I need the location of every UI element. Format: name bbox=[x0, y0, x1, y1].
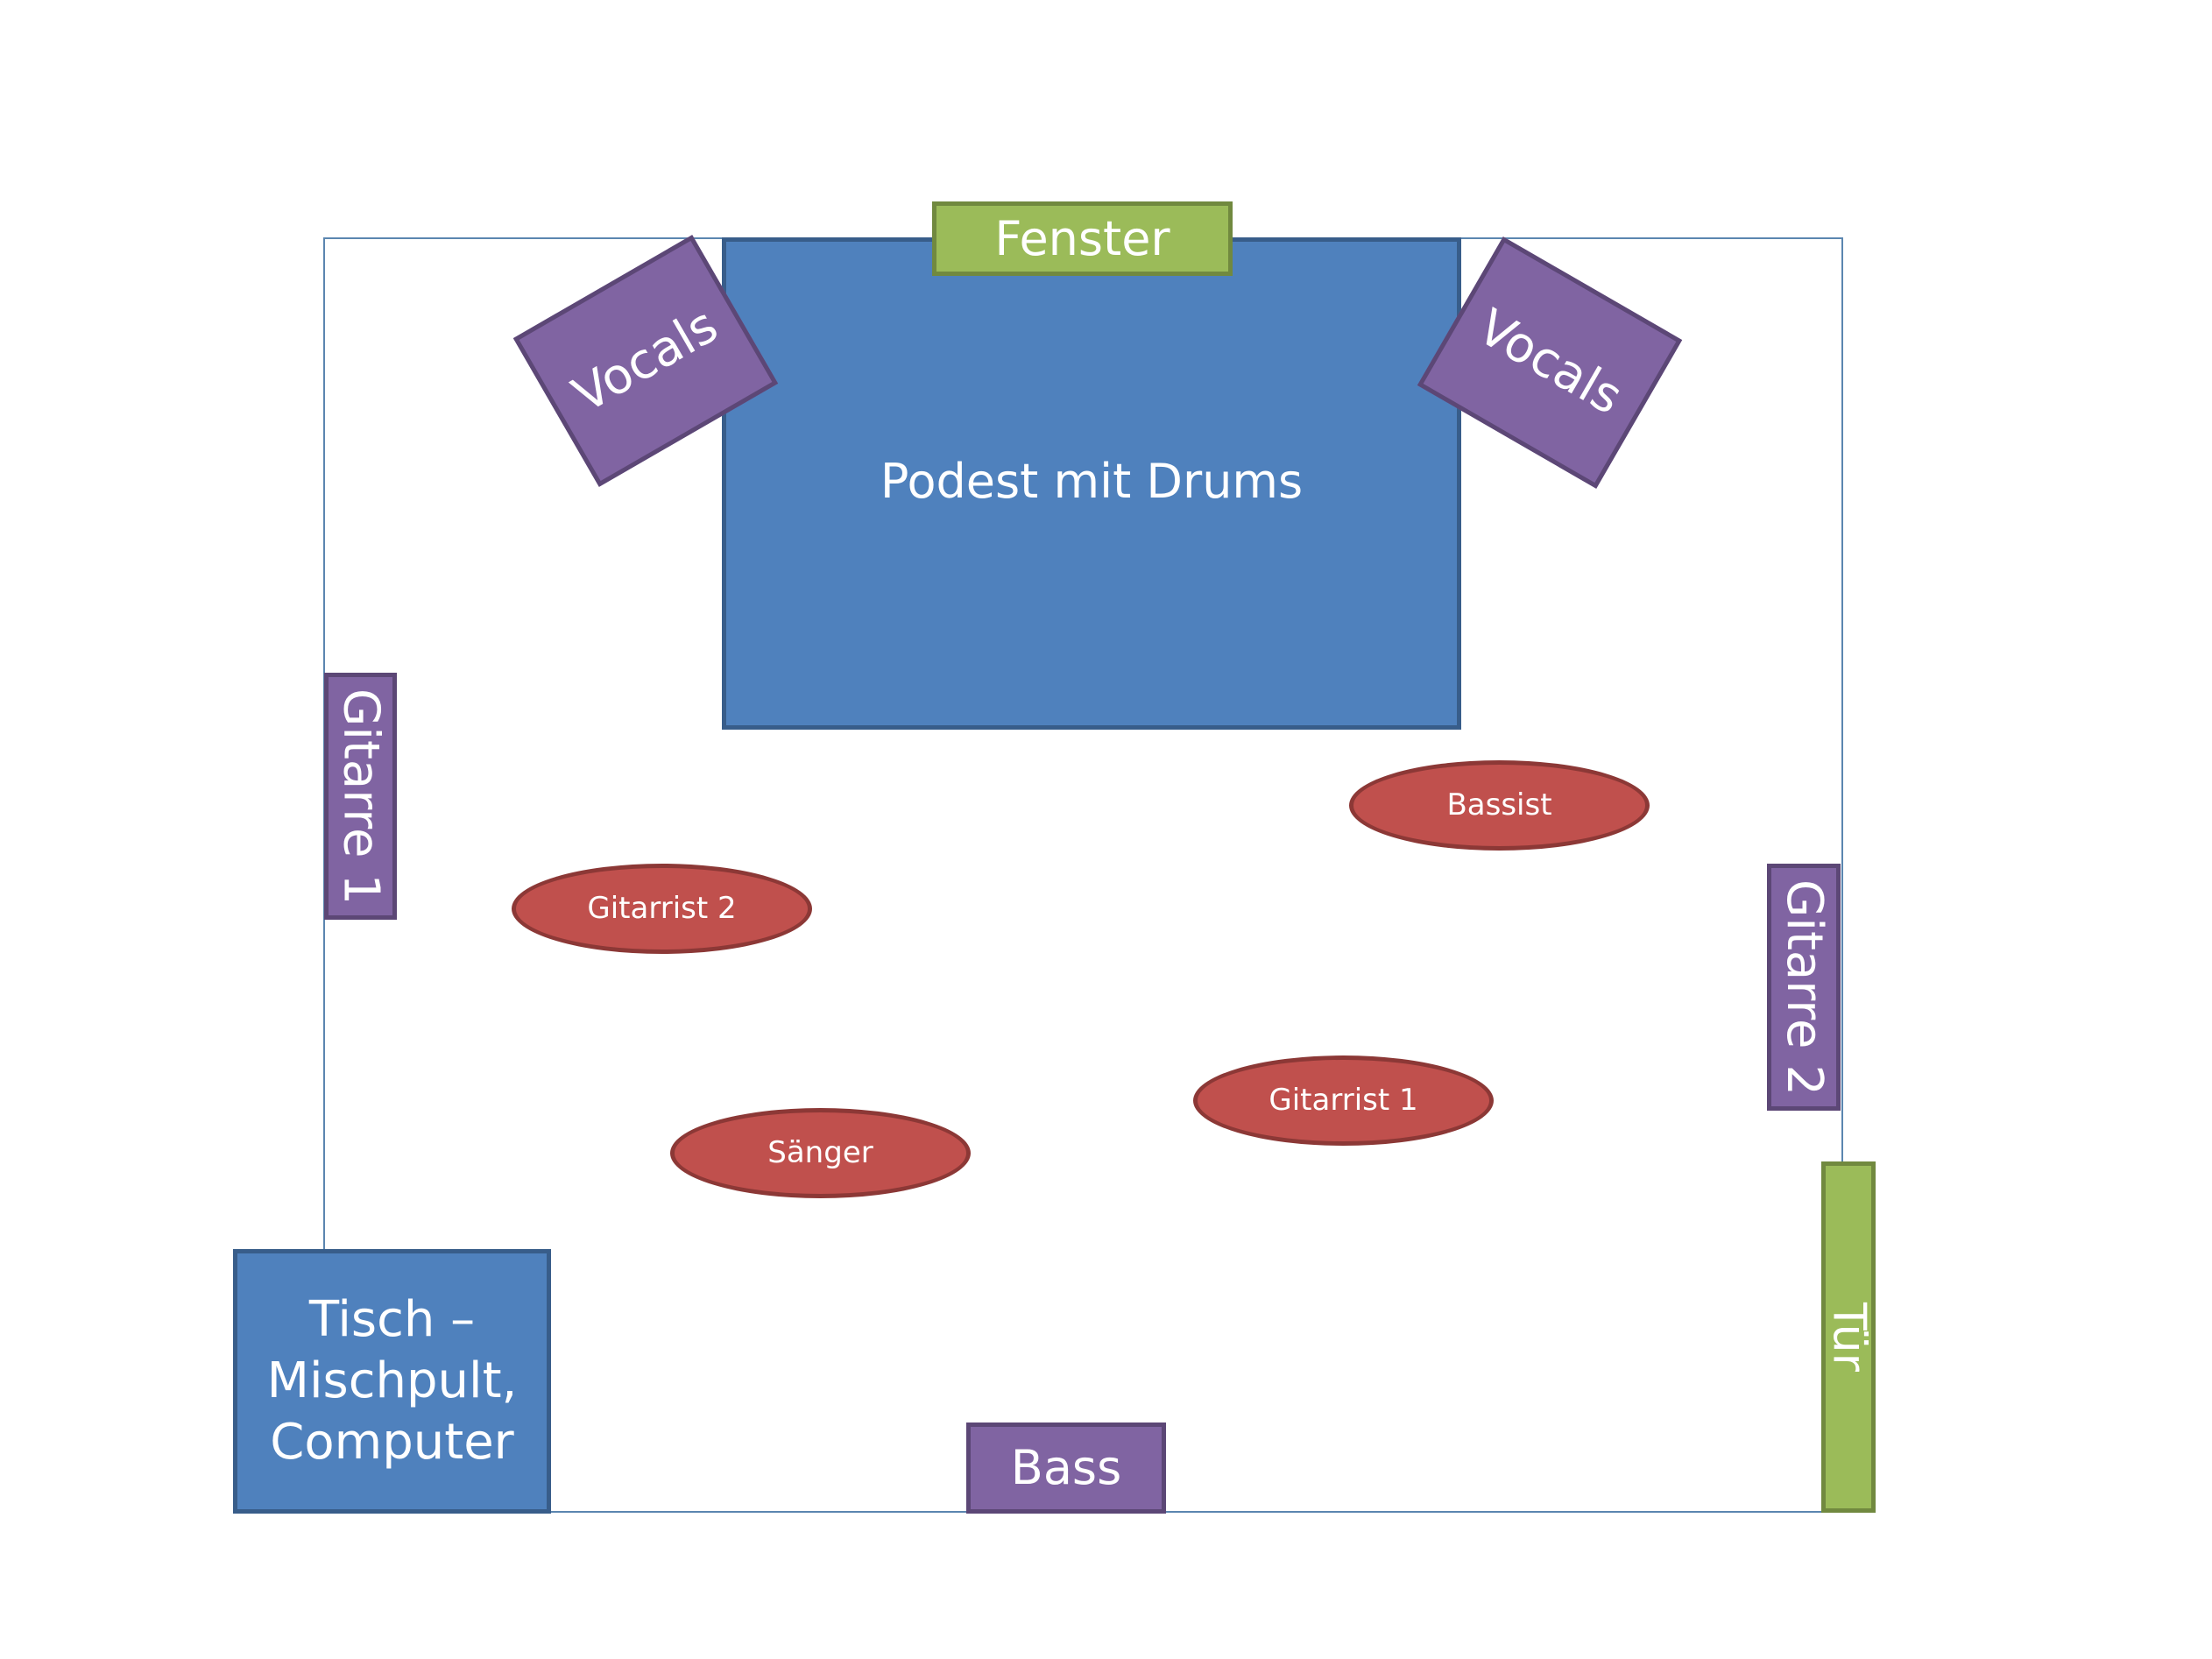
guitar-amp-1-label: Gitarre 1 bbox=[332, 688, 390, 905]
mixing-desk-label: Tisch – Mischpult, Computer bbox=[267, 1289, 518, 1473]
podest-label: Podest mit Drums bbox=[880, 454, 1304, 509]
window-label: Fenster bbox=[994, 210, 1170, 266]
mixing-desk: Tisch – Mischpult, Computer bbox=[233, 1249, 551, 1514]
player-singer: Sänger bbox=[670, 1108, 971, 1198]
door-label: Tür bbox=[1822, 1302, 1876, 1372]
player-guitarist-1: Gitarrist 1 bbox=[1193, 1055, 1494, 1146]
guitar-amp-1: Gitarre 1 bbox=[324, 673, 397, 920]
mixing-desk-line-2: Mischpult, bbox=[266, 1352, 518, 1409]
guitarist-1-label: Gitarrist 1 bbox=[1269, 1083, 1418, 1119]
guitarist-2-label: Gitarrist 2 bbox=[587, 891, 737, 927]
mixing-desk-line-1: Tisch – bbox=[308, 1291, 476, 1348]
guitar-amp-2-label: Gitarre 2 bbox=[1776, 879, 1833, 1096]
vocals-left-label: Vocals bbox=[563, 296, 728, 425]
player-bassist: Bassist bbox=[1349, 760, 1650, 851]
window: Fenster bbox=[932, 201, 1233, 276]
bassist-label: Bassist bbox=[1446, 787, 1552, 823]
podest-drums: Podest mit Drums bbox=[722, 237, 1461, 730]
player-guitarist-2: Gitarrist 2 bbox=[512, 864, 812, 954]
mixing-desk-line-3: Computer bbox=[270, 1414, 514, 1471]
guitar-amp-2: Gitarre 2 bbox=[1767, 864, 1841, 1111]
bass-amp: Bass bbox=[966, 1423, 1166, 1514]
vocals-right-label: Vocals bbox=[1467, 298, 1632, 427]
bass-amp-label: Bass bbox=[1010, 1440, 1122, 1496]
door: Tür bbox=[1821, 1161, 1876, 1513]
singer-label: Sänger bbox=[767, 1135, 873, 1171]
